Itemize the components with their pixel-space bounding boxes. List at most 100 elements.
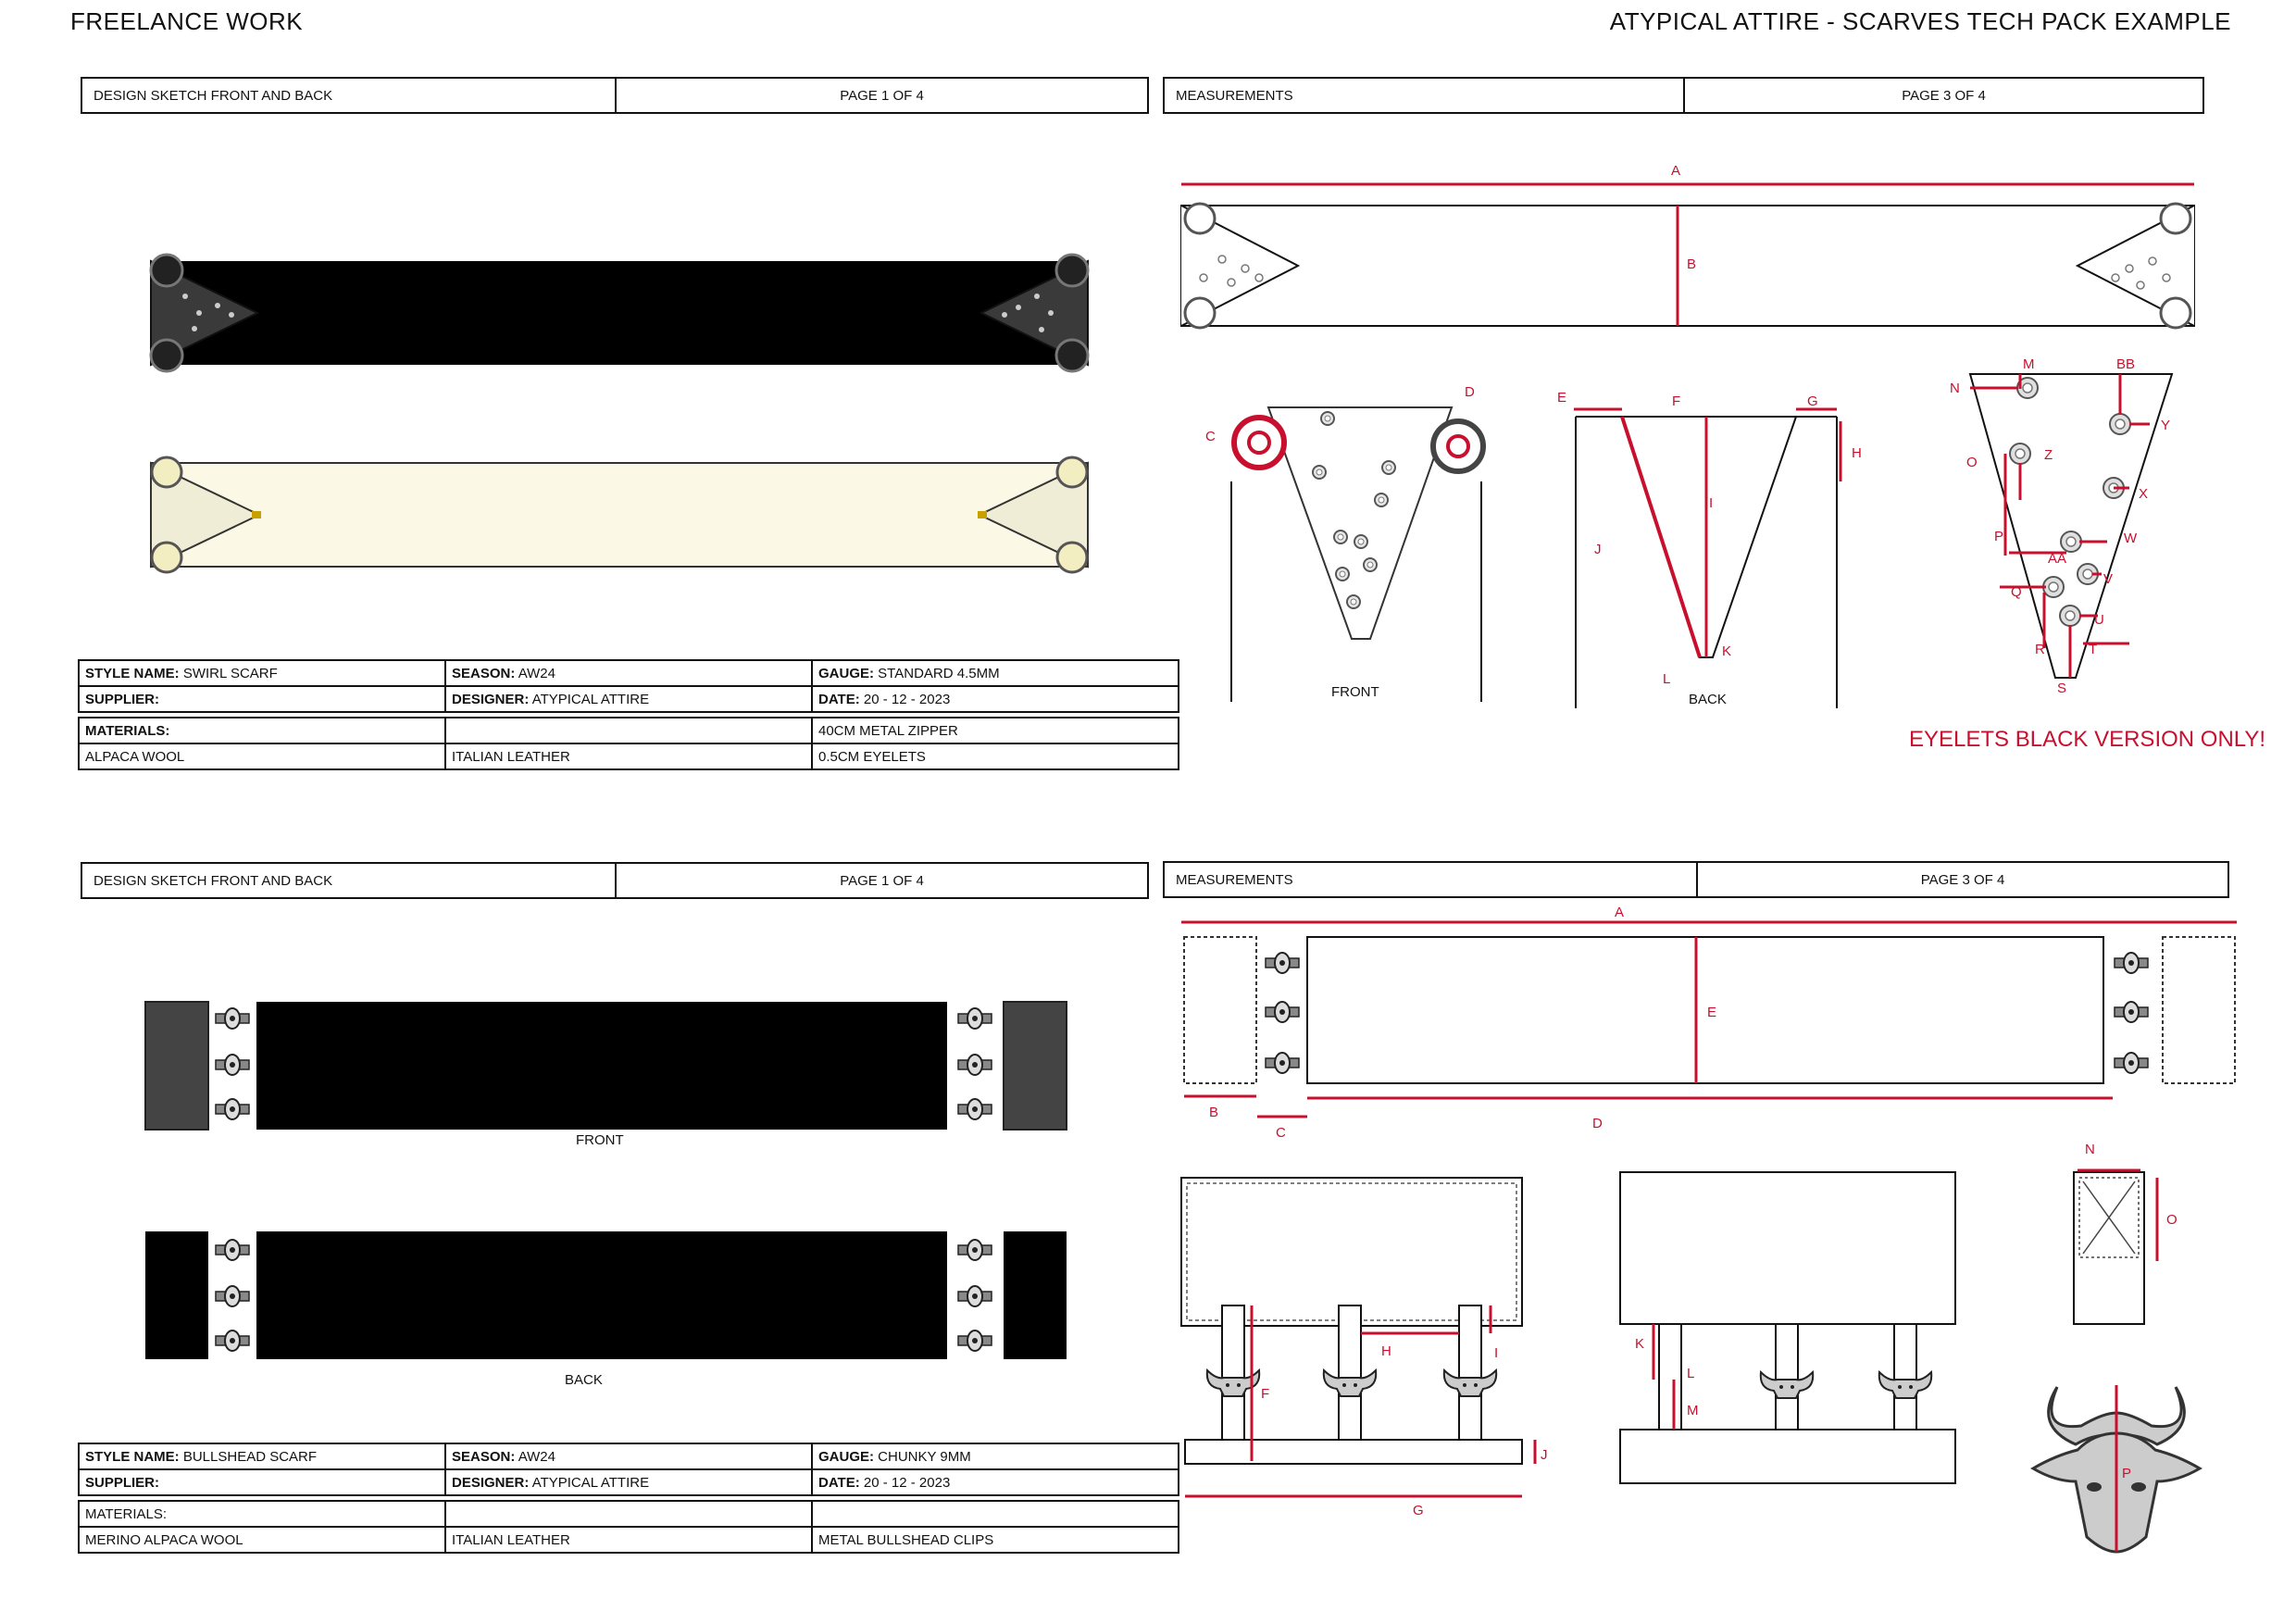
- swirl-scarf-black-sketch: [149, 253, 1090, 373]
- swirl-supplier-cell: SUPPLIER:: [78, 685, 446, 713]
- bull-material-3: METAL BULLSHEAD CLIPS: [811, 1526, 1179, 1554]
- label-O: O: [1966, 455, 1978, 470]
- label-B: B: [1687, 256, 1696, 272]
- label-K: K: [1722, 643, 1731, 659]
- bull-material-2: ITALIAN LEATHER: [444, 1526, 813, 1554]
- swirl-sketch-page: PAGE 1 OF 4: [840, 87, 924, 104]
- bull-label-I: I: [1494, 1345, 1498, 1361]
- label-R: R: [2035, 642, 2045, 657]
- label-N: N: [1950, 381, 1960, 396]
- swirl-spec-table: STYLE NAME: SWIRL SCARF SEASON: AW24 GAU…: [78, 659, 1179, 770]
- bull-designer-cell: DESIGNER: ATYPICAL ATTIRE: [444, 1468, 813, 1496]
- header-left: FREELANCE WORK: [70, 7, 304, 35]
- bull-back-label: BACK: [565, 1372, 603, 1388]
- swirl-style-cell: STYLE NAME: SWIRL SCARF: [78, 659, 446, 687]
- bull-label-D: D: [1592, 1116, 1603, 1131]
- bull-date-cell: DATE: 20 - 12 - 2023: [811, 1468, 1179, 1496]
- swirl-measure-title: MEASUREMENTS: [1165, 79, 1685, 112]
- swirl-material-2: ITALIAN LEATHER: [444, 743, 813, 770]
- label-Q: Q: [2011, 584, 2022, 600]
- bull-material-1: MERINO ALPACA WOOL: [78, 1526, 446, 1554]
- swirl-materials-label: MATERIALS:: [78, 717, 446, 744]
- swirl-material-1: ALPACA WOOL: [78, 743, 446, 770]
- label-M: M: [2023, 356, 2035, 372]
- label-U: U: [2094, 612, 2104, 628]
- swirl-eyelet-triangle: M BB N Y O Z X P W AA V Q U R T S: [1950, 356, 2174, 696]
- bull-scarf-front-sketch: FRONT: [144, 1001, 1067, 1148]
- swirl-measure-header: MEASUREMENTS PAGE 3 OF 4: [1163, 77, 2204, 114]
- label-P: P: [1994, 529, 2003, 544]
- swirl-date-cell: DATE: 20 - 12 - 2023: [811, 685, 1179, 713]
- swirl-back-detail: E F G H I J K L BACK: [1557, 390, 1862, 708]
- bull-measure-page: PAGE 3 OF 4: [1920, 871, 2005, 888]
- bull-measure-side-detail: K L M: [1619, 1171, 1956, 1484]
- label-D: D: [1465, 384, 1475, 400]
- bull-sketch-page: PAGE 1 OF 4: [840, 872, 924, 889]
- bull-label-N: N: [2085, 1142, 2095, 1157]
- bull-sketch-header: DESIGN SKETCH FRONT AND BACK PAGE 1 OF 4: [81, 862, 1149, 899]
- bull-measure-title: MEASUREMENTS: [1165, 863, 1698, 896]
- swirl-material-3: 40CM METAL ZIPPER: [811, 717, 1179, 744]
- label-F: F: [1672, 394, 1680, 409]
- swirl-front-detail: C D FRONT: [1205, 384, 1486, 702]
- label-BB: BB: [2116, 356, 2135, 372]
- bull-gauge-cell: GAUGE: CHUNKY 9MM: [811, 1443, 1179, 1470]
- bull-materials-label: MATERIALS:: [78, 1500, 446, 1528]
- swirl-sketch-title: DESIGN SKETCH FRONT AND BACK: [82, 79, 617, 112]
- bull-label-P: P: [2122, 1466, 2131, 1481]
- label-C: C: [1205, 429, 1216, 444]
- swirl-materials-empty: [444, 717, 813, 744]
- bull-label-B: B: [1209, 1105, 1218, 1120]
- swirl-measure-page: PAGE 3 OF 4: [1902, 87, 1986, 104]
- bull-label-J: J: [1541, 1447, 1548, 1463]
- swirl-gauge-cell: GAUGE: STANDARD 4.5MM: [811, 659, 1179, 687]
- label-H: H: [1852, 445, 1862, 461]
- bull-spec-table: STYLE NAME: BULLSHEAD SCARF SEASON: AW24…: [78, 1443, 1179, 1554]
- swirl-measure-full-scarf: A B: [1180, 163, 2195, 330]
- bull-label-F: F: [1261, 1386, 1269, 1402]
- swirl-scarf-cream-sketch: [150, 456, 1089, 574]
- bull-supplier-cell: SUPPLIER:: [78, 1468, 446, 1496]
- label-S: S: [2057, 681, 2066, 696]
- swirl-front-label: FRONT: [1331, 684, 1379, 700]
- label-W: W: [2124, 531, 2138, 546]
- bull-materials-empty: [444, 1500, 813, 1528]
- bull-measure-clip-detail: F G H I J G: [1180, 1177, 1548, 1518]
- bull-label-A: A: [1615, 905, 1624, 920]
- bull-label-O: O: [2166, 1212, 2177, 1228]
- bull-materials-empty-2: [811, 1500, 1179, 1528]
- label-Z: Z: [2044, 447, 2053, 463]
- bull-label-K: K: [1635, 1336, 1644, 1352]
- swirl-back-label: BACK: [1689, 692, 1727, 707]
- label-X: X: [2139, 486, 2148, 502]
- label-G: G: [1807, 394, 1818, 409]
- bull-measure-clip-end: N O: [2073, 1142, 2177, 1325]
- bull-label-L: L: [1687, 1366, 1694, 1381]
- swirl-season-cell: SEASON: AW24: [444, 659, 813, 687]
- label-AA: AA: [2048, 551, 2066, 567]
- bull-sketch-title: DESIGN SKETCH FRONT AND BACK: [82, 864, 617, 897]
- label-J: J: [1594, 542, 1602, 557]
- label-I: I: [1709, 495, 1713, 511]
- label-L: L: [1663, 671, 1670, 687]
- label-V: V: [2103, 571, 2113, 587]
- swirl-sketch-header: DESIGN SKETCH FRONT AND BACK PAGE 1 OF 4: [81, 77, 1149, 114]
- bull-front-label: FRONT: [576, 1132, 624, 1148]
- bull-label-H: H: [1381, 1343, 1391, 1359]
- bullshead-clip-icon: P: [2030, 1385, 2202, 1554]
- swirl-material-4: 0.5CM EYELETS: [811, 743, 1179, 770]
- label-E: E: [1557, 390, 1566, 406]
- label-T: T: [2089, 642, 2097, 657]
- header-right: ATYPICAL ATTIRE - SCARVES TECH PACK EXAM…: [1609, 7, 2231, 35]
- bull-label-G: G: [1413, 1503, 1424, 1518]
- bull-season-cell: SEASON: AW24: [444, 1443, 813, 1470]
- bull-label-M: M: [1687, 1403, 1699, 1418]
- bull-measure-header: MEASUREMENTS PAGE 3 OF 4: [1163, 861, 2229, 898]
- bull-label-C: C: [1276, 1125, 1286, 1141]
- eyelets-note: EYELETS BLACK VERSION ONLY!: [1909, 727, 2265, 752]
- bull-label-E: E: [1707, 1005, 1716, 1020]
- bull-style-cell: STYLE NAME: BULLSHEAD SCARF: [78, 1443, 446, 1470]
- swirl-designer-cell: DESIGNER: ATYPICAL ATTIRE: [444, 685, 813, 713]
- bull-scarf-back-sketch: BACK: [145, 1231, 1067, 1388]
